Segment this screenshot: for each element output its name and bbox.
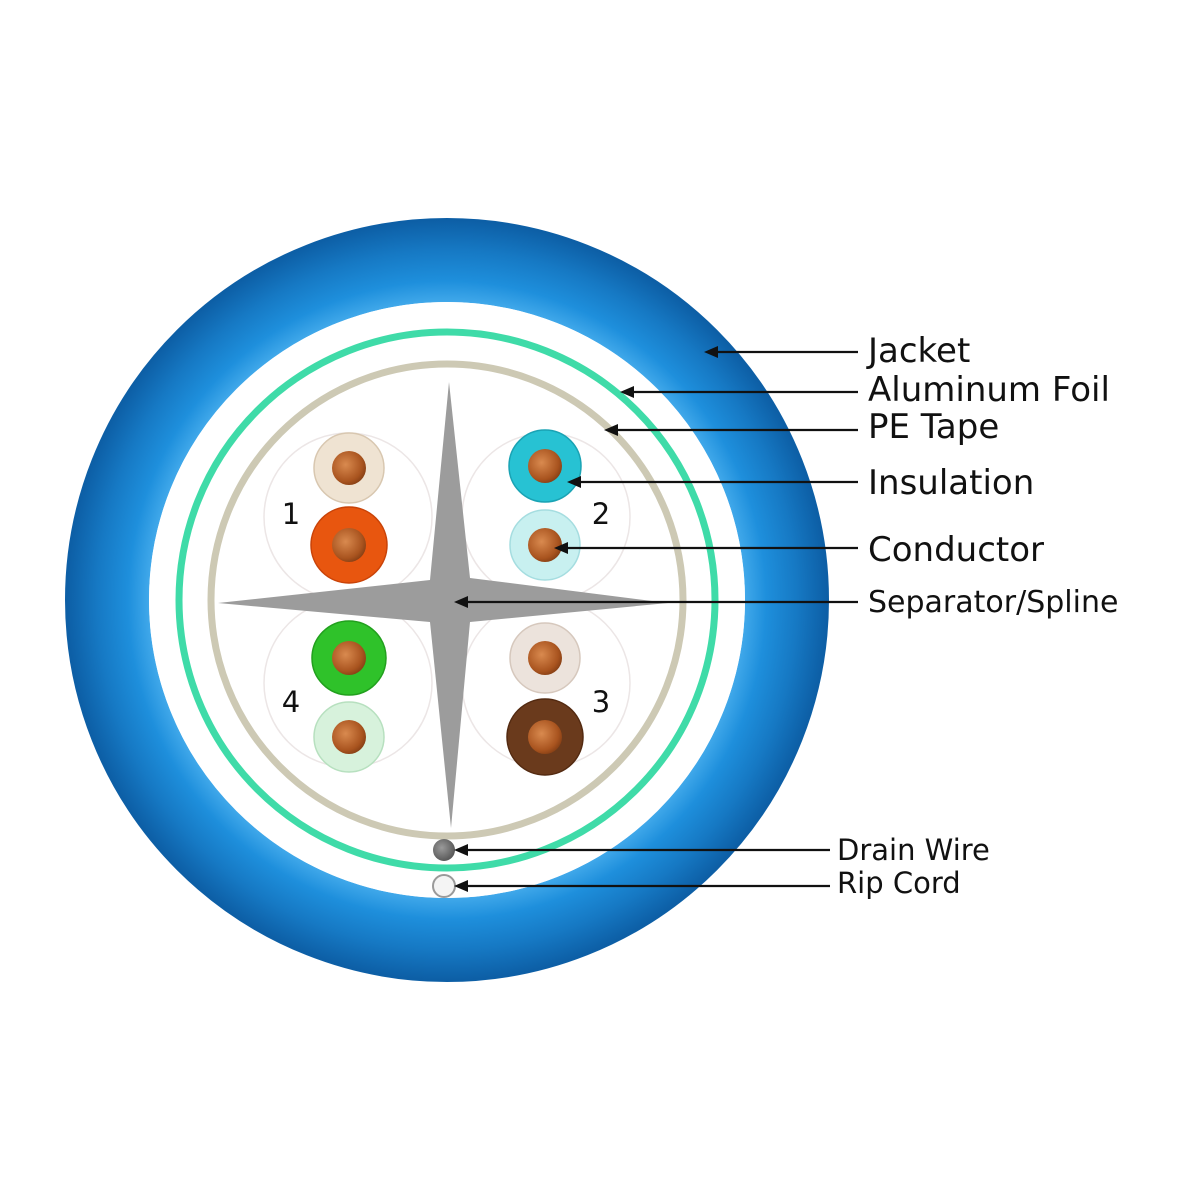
pair-3 — [506, 622, 584, 776]
label-pe-tape: PE Tape — [868, 407, 999, 447]
pe-tape-ring — [207, 360, 687, 840]
rip-cord — [432, 874, 456, 898]
pair-number-3: 3 — [592, 685, 610, 719]
label-aluminum-foil: Aluminum Foil — [868, 370, 1110, 410]
pair-number-4: 4 — [282, 685, 300, 719]
pair-4 — [311, 620, 387, 773]
conductor — [332, 451, 366, 485]
jacket-ring — [65, 218, 829, 982]
pair-number-2: 2 — [592, 497, 610, 531]
pair-number-1: 1 — [282, 497, 300, 531]
label-jacket: Jacket — [866, 331, 970, 371]
pair-1 — [310, 432, 388, 584]
conductor — [332, 641, 366, 675]
aluminum-foil-ring — [175, 328, 719, 872]
label-rip-cord: Rip Cord — [837, 866, 961, 900]
label-drain-wire: Drain Wire — [837, 833, 990, 867]
label-conductor: Conductor — [868, 530, 1044, 570]
label-insulation: Insulation — [868, 463, 1034, 503]
pair-2 — [508, 429, 582, 581]
conductor — [528, 720, 562, 754]
separator-spline — [218, 382, 668, 828]
label-separator-spline: Separator/Spline — [868, 585, 1118, 620]
drain-wire — [433, 839, 455, 861]
leader-lines — [454, 346, 858, 892]
conductor — [332, 528, 366, 562]
conductor — [528, 641, 562, 675]
conductor — [528, 449, 562, 483]
conductor — [528, 528, 562, 562]
conductor — [332, 720, 366, 754]
